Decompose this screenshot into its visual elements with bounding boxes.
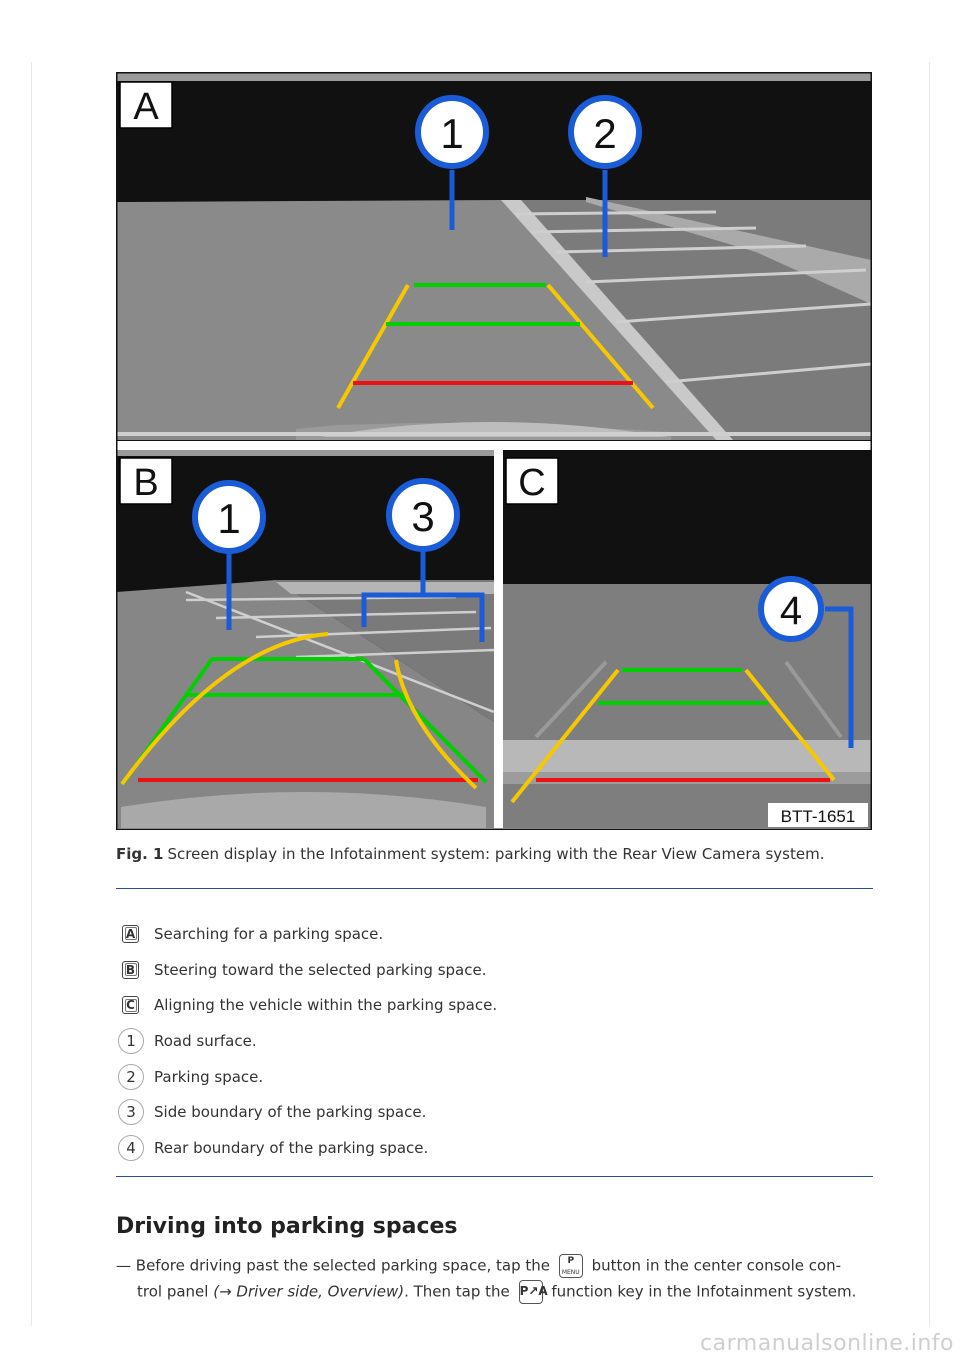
figure-svg: A 1 2	[116, 72, 872, 830]
callout-2-a: 2	[568, 95, 642, 257]
legend-text-2: Parking space.	[154, 1067, 264, 1086]
parking-guide-lines-c	[510, 668, 836, 804]
page-margin-guide-right	[929, 62, 930, 1326]
legend-key-c: C	[122, 996, 139, 1015]
park-assist-function-key-icon: P↗A	[518, 1280, 548, 1304]
parking-guide-lines-b	[120, 632, 488, 790]
svg-text:1: 1	[440, 110, 463, 157]
panel-c-label: C	[518, 462, 545, 504]
divider-top	[116, 888, 873, 889]
legend-item-c: C Aligning the vehicle within the parkin…	[116, 987, 876, 1023]
legend-item-2: 2 Parking space.	[116, 1059, 876, 1095]
instruction-text-2a: trol panel	[137, 1282, 209, 1301]
figure-caption-label: Fig. 1	[116, 845, 164, 863]
legend-item-a: A Searching for a parking space.	[116, 916, 876, 952]
instruction-text-2c: function key in the Infotainment system.	[551, 1282, 857, 1301]
figure-code: BTT-1651	[781, 807, 856, 826]
callout-1-b: 1	[192, 480, 266, 630]
panel-b: B 1 3	[117, 450, 495, 828]
panel-b-label: B	[133, 462, 158, 504]
legend-item-b: B Steering toward the selected parking s…	[116, 952, 876, 988]
legend-text-1: Road surface.	[154, 1031, 257, 1050]
instruction-line-1: — Before driving past the selected parki…	[116, 1254, 886, 1278]
svg-text:1: 1	[217, 495, 240, 542]
legend-item-3: 3 Side boundary of the parking space.	[116, 1094, 876, 1130]
instruction-text-2b: . Then tap the	[404, 1282, 510, 1301]
divider-bottom	[116, 1176, 873, 1177]
watermark: carmanualsonline.info	[700, 1331, 954, 1356]
callout-4-c: 4	[758, 576, 854, 748]
svg-text:3: 3	[411, 493, 434, 540]
figure-caption-text: Screen display in the Infotainment syste…	[167, 845, 825, 863]
instruction-line-2: trol panel (→ Driver side, Overview). Th…	[137, 1280, 907, 1304]
legend-text-4: Rear boundary of the parking space.	[154, 1138, 429, 1157]
legend-key-2: 2	[118, 1063, 144, 1090]
svg-text:2: 2	[593, 110, 616, 157]
instruction-text-1b: button in the center console con-	[591, 1256, 842, 1275]
legend-key-a: A	[122, 924, 139, 943]
legend-text-b: Steering toward the selected parking spa…	[154, 960, 487, 979]
panel-a-label: A	[133, 86, 159, 128]
panel-a: A 1 2	[116, 73, 872, 441]
section-title: Driving into parking spaces	[116, 1214, 458, 1239]
legend-key-4: 4	[118, 1134, 144, 1161]
page-margin-guide-left	[31, 62, 32, 1326]
parking-guide-lines-a	[336, 283, 655, 410]
legend-item-4: 4 Rear boundary of the parking space.	[116, 1130, 876, 1166]
parking-menu-button-icon: P MENU	[558, 1254, 583, 1278]
instruction-dash: —	[116, 1256, 131, 1275]
cross-reference-link[interactable]: (→ Driver side, Overview)	[213, 1282, 405, 1301]
legend-text-c: Aligning the vehicle within the parking …	[154, 996, 498, 1015]
legend-key-3: 3	[118, 1099, 144, 1126]
callout-1-a: 1	[415, 95, 489, 230]
legend-key-1: 1	[118, 1027, 144, 1054]
legend-text-a: Searching for a parking space.	[154, 924, 384, 943]
svg-text:4: 4	[780, 589, 802, 633]
instruction-text-1a: Before driving past the selected parking…	[135, 1256, 550, 1275]
legend-text-3: Side boundary of the parking space.	[154, 1103, 427, 1122]
legend-item-1: 1 Road surface.	[116, 1023, 876, 1059]
panel-c: C 4 BTT-1651	[503, 450, 871, 828]
rear-view-camera-figure: A 1 2	[116, 72, 872, 830]
callout-3-b: 3	[361, 478, 485, 642]
figure-legend: A Searching for a parking space. B Steer…	[116, 916, 876, 1166]
legend-key-b: B	[122, 960, 139, 979]
